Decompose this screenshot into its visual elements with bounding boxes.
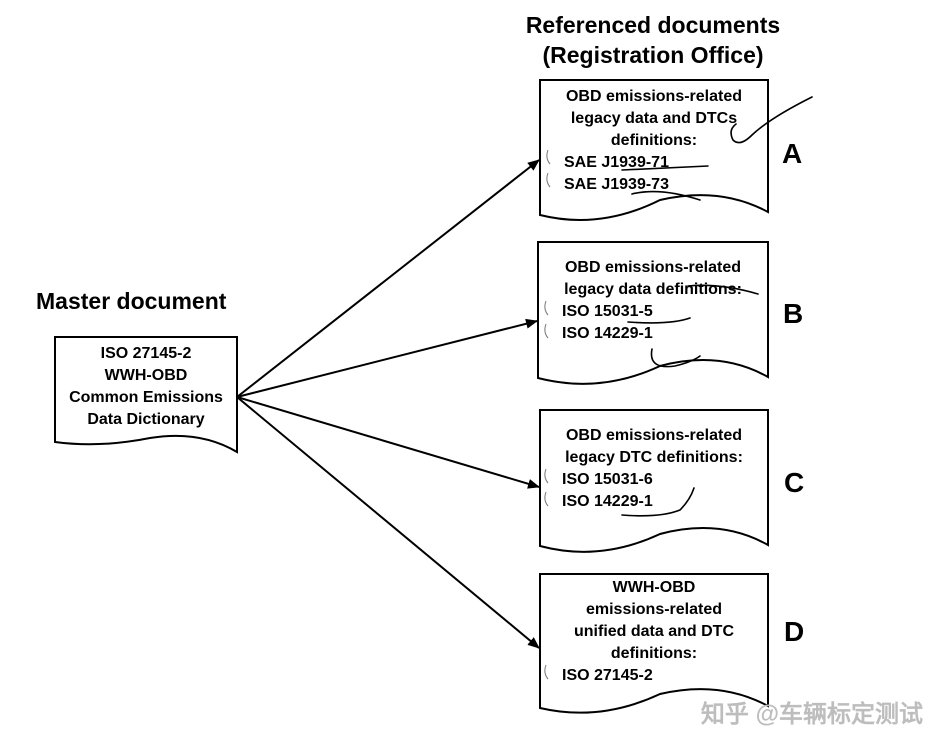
doc-b-line-1: OBD emissions-related	[564, 259, 742, 276]
master-document-heading: Master document	[36, 288, 227, 314]
referenced-heading-line-2: (Registration Office)	[542, 42, 764, 68]
doc-b-standard-2: ISO 14229-1	[562, 325, 653, 342]
doc-a-label: A	[782, 138, 803, 169]
master-document-shape	[54, 336, 238, 454]
doc-d-standard-1: ISO 27145-2	[562, 667, 653, 684]
referenced-heading-line-1: Referenced documents	[525, 12, 781, 38]
doc-c-label: C	[784, 467, 805, 498]
standard-ticks	[544, 149, 551, 680]
doc-a-shape	[539, 79, 769, 221]
arrow-to-a	[236, 159, 540, 398]
referenced-documents-heading: Referenced documents (Registration Offic…	[480, 10, 826, 70]
doc-b-label: B	[783, 298, 804, 329]
arrow-to-c	[236, 396, 540, 489]
watermark-text: 知乎 @车辆标定测试	[700, 701, 923, 728]
doc-c-shape	[539, 409, 769, 553]
doc-d-line-1: WWH-OBD	[612, 579, 696, 596]
doc-b-standard-1: ISO 15031-5	[562, 303, 653, 320]
doc-c-text: OBD emissions-related legacy DTC definit…	[540, 425, 768, 513]
doc-d-label: D	[784, 616, 805, 647]
master-document-text: ISO 27145-2 WWH-OBD Common Emissions Dat…	[55, 343, 237, 431]
doc-a-line-2: legacy data and DTCs	[570, 110, 738, 127]
arrow-to-d	[236, 396, 540, 649]
doc-c-standard-1: ISO 15031-6	[562, 471, 653, 488]
master-line-4: Data Dictionary	[87, 411, 205, 428]
master-line-1: ISO 27145-2	[100, 345, 192, 362]
handwritten-annotations	[621, 96, 813, 517]
doc-a-line-1: OBD emissions-related	[565, 88, 743, 105]
doc-a-standard-2: SAE J1939-73	[564, 176, 669, 193]
doc-a-line-3: definitions:	[610, 132, 698, 149]
doc-d-line-4: definitions:	[610, 645, 698, 662]
doc-d-line-2: emissions-related	[585, 601, 723, 618]
doc-a-standard-1: SAE J1939-71	[564, 154, 669, 171]
doc-a-text: OBD emissions-related legacy data and DT…	[540, 86, 768, 196]
doc-d-line-3: unified data and DTC	[574, 623, 734, 640]
doc-b-text: OBD emissions-related legacy data defini…	[538, 257, 768, 345]
doc-c-line-2: legacy DTC definitions:	[565, 449, 743, 466]
arrow-to-b	[236, 318, 538, 398]
doc-d-text: WWH-OBD emissions-related unified data a…	[540, 577, 768, 687]
master-line-3: Common Emissions	[69, 389, 223, 406]
doc-c-standard-2: ISO 14229-1	[562, 493, 653, 510]
doc-d-shape	[539, 573, 769, 714]
doc-b-line-2: legacy data definitions:	[564, 281, 742, 298]
doc-c-line-1: OBD emissions-related	[565, 427, 743, 444]
master-line-2: WWH-OBD	[104, 367, 188, 384]
